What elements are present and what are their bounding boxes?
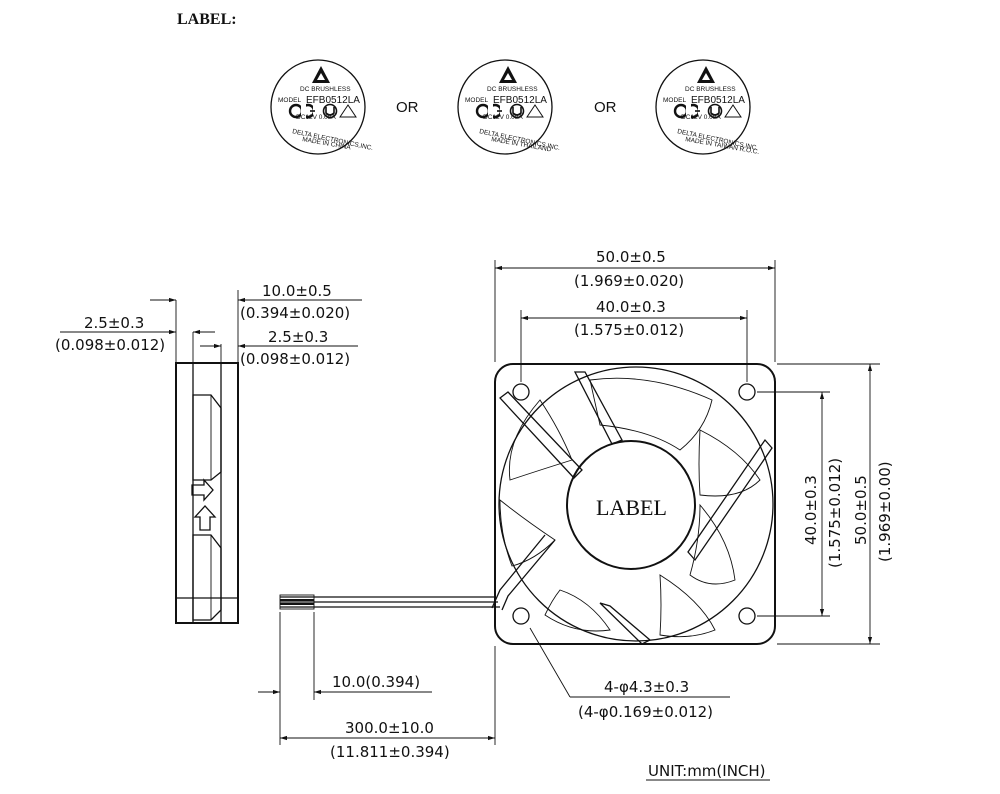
depth-dimension-inch: (0.394±0.020) (240, 304, 350, 322)
height-dimension-mm: 50.0±0.5 (852, 475, 870, 545)
unit-note: UNIT:mm(INCH) (648, 762, 766, 780)
label-model: EFB0512LA (691, 95, 745, 106)
mounting-hole (512, 607, 530, 625)
height-dimension-inch: (1.969±0.00) (876, 461, 894, 562)
section-title: LABEL: (177, 11, 237, 28)
strip-length: 10.0(0.394) (332, 673, 420, 691)
or-separator: OR (396, 99, 419, 116)
hole-pitch-h-inch: (1.575±0.012) (574, 321, 684, 339)
label-model-prefix: MODEL (278, 97, 302, 104)
side-view: 10.0±0.5 (0.394±0.020) 2.5±0.3 (0.098±0.… (55, 282, 362, 624)
airflow-arrow-icon (191, 478, 214, 502)
hole-callout-inch: (4-φ0.169±0.012) (578, 703, 713, 721)
label-model: EFB0512LA (306, 95, 360, 106)
label-model-prefix: MODEL (465, 97, 489, 104)
width-dimension-inch: (1.969±0.020) (574, 272, 684, 290)
mounting-hole (738, 383, 756, 401)
label-rating: DC12V 0.08A (681, 114, 721, 121)
hole-pitch-v-inch: (1.575±0.012) (826, 458, 844, 568)
rotation-arrow-icon (193, 505, 217, 531)
mounting-hole (512, 383, 530, 401)
label-model: EFB0512LA (493, 95, 547, 106)
label-series: DC BRUSHLESS (487, 86, 538, 93)
flange-left-inch: (0.098±0.012) (55, 336, 165, 354)
label-rating: DC12V 0.08A (296, 114, 336, 121)
flange-right-mm: 2.5±0.3 (268, 328, 328, 346)
or-separator: OR (594, 99, 617, 116)
label-rating: DC12V 0.08A (483, 114, 523, 121)
label-option-1: DC BRUSHLESS MODEL EFB0512LA DC12V 0.08A… (269, 58, 374, 156)
label-series: DC BRUSHLESS (685, 86, 736, 93)
hole-callout-mm: 4-φ4.3±0.3 (604, 678, 689, 696)
flange-left-mm: 2.5±0.3 (84, 314, 144, 332)
hole-pitch-h-mm: 40.0±0.3 (596, 298, 666, 316)
hole-pitch-v-mm: 40.0±0.3 (802, 475, 820, 545)
hub-label: LABEL (596, 495, 667, 520)
lead-length-inch: (11.811±0.394) (330, 743, 450, 761)
front-view: LABEL 50.0±0.5 (1.969±0.020) 40.0±0. (258, 248, 894, 761)
depth-dimension-mm: 10.0±0.5 (262, 282, 332, 300)
mounting-hole (738, 607, 756, 625)
lead-length-mm: 300.0±10.0 (345, 719, 434, 737)
label-option-2: DC BRUSHLESS MODEL EFB0512LA DC12V 0.08A… (456, 58, 561, 156)
label-option-3: DC BRUSHLESS MODEL EFB0512LA DC12V 0.08A… (654, 58, 760, 156)
flange-right-inch: (0.098±0.012) (240, 350, 350, 368)
label-model-prefix: MODEL (663, 97, 687, 104)
width-dimension-mm: 50.0±0.5 (596, 248, 666, 266)
label-series: DC BRUSHLESS (300, 86, 351, 93)
